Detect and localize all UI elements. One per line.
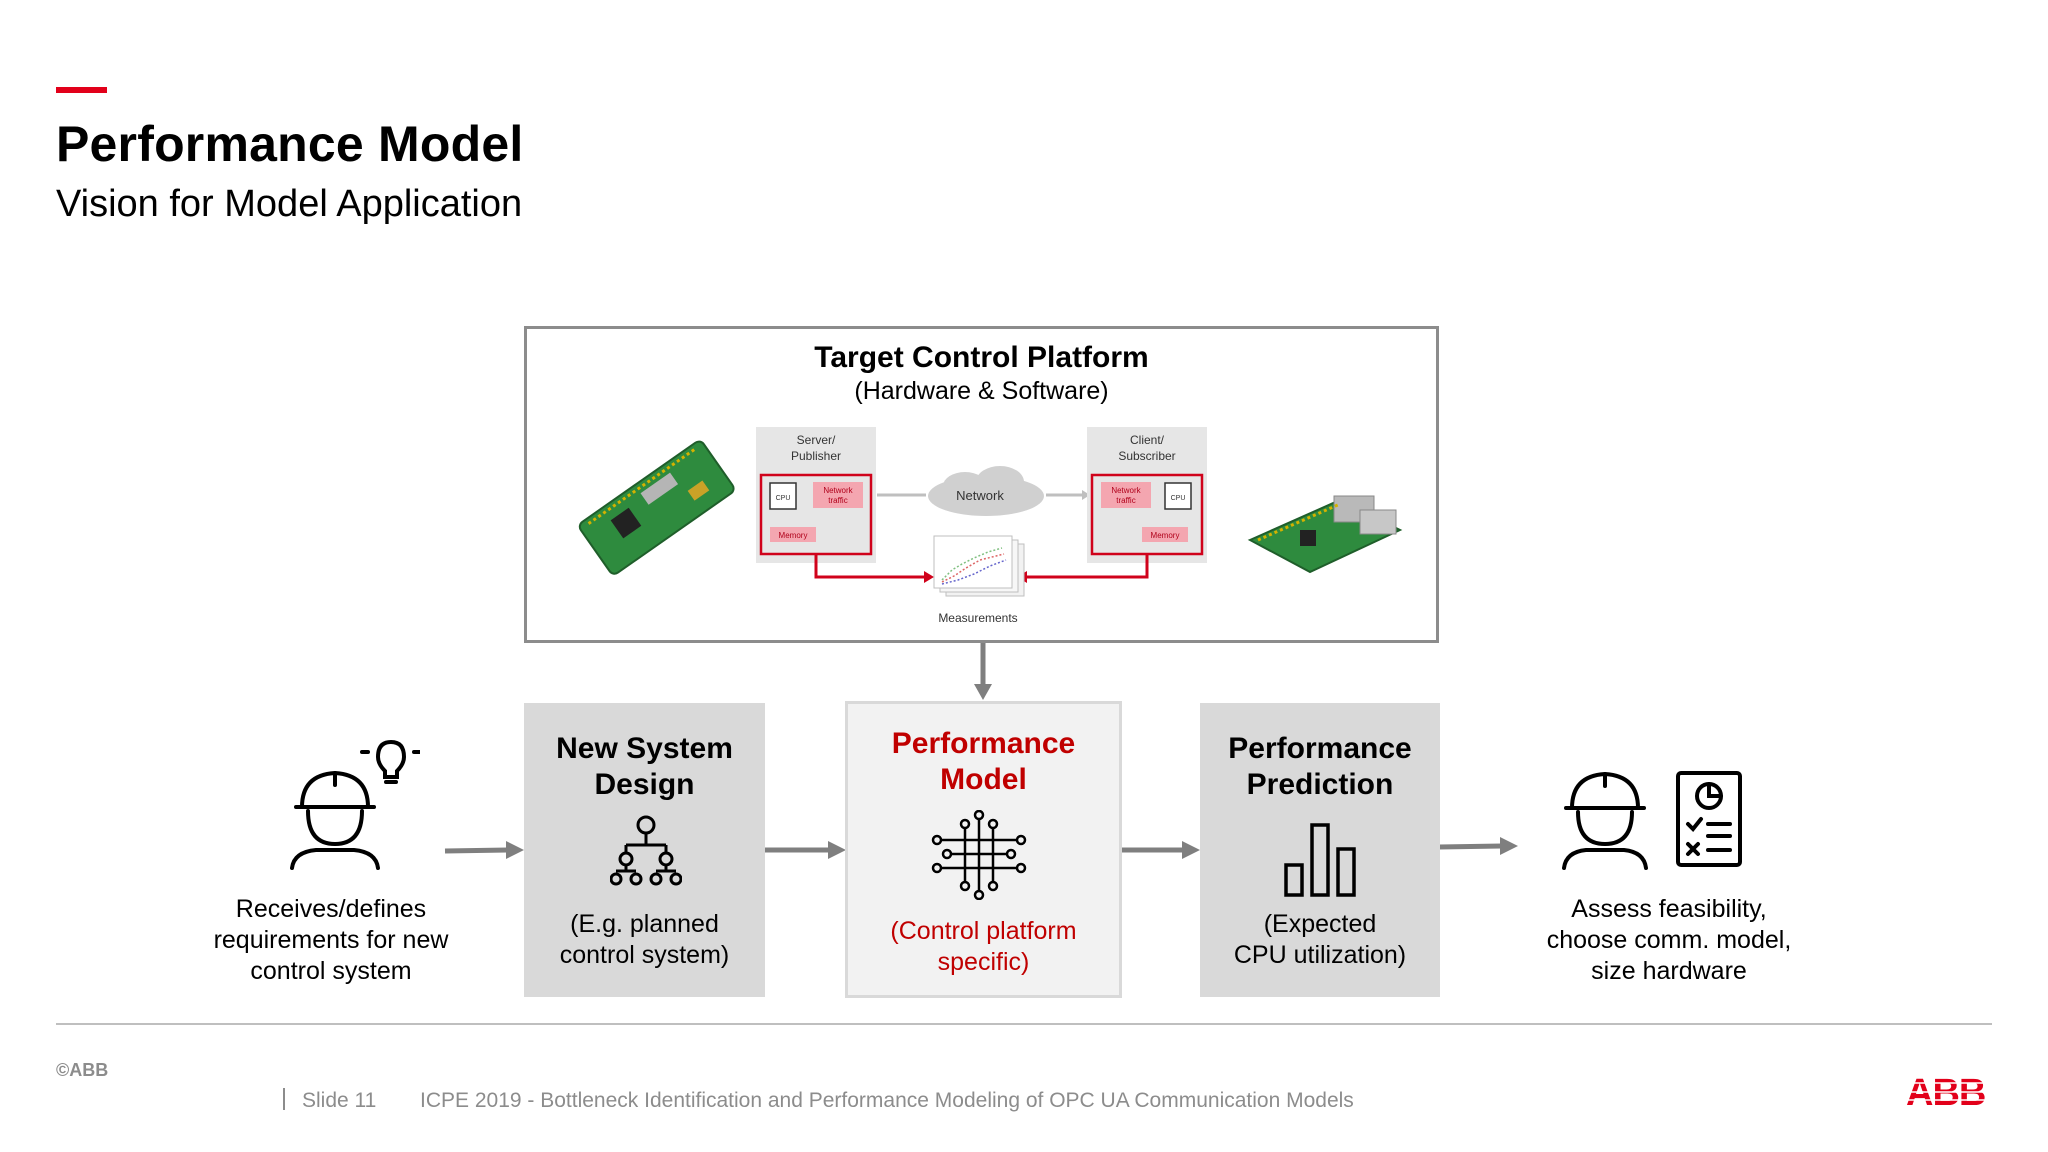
client-label-2: Subscriber	[1118, 449, 1175, 463]
client-memory-label: Memory	[1151, 531, 1180, 540]
abb-logo: ABB	[1906, 1073, 1994, 1109]
footer-text: ICPE 2019 - Bottleneck Identification an…	[420, 1089, 1354, 1112]
server-label-1: Server/	[797, 433, 836, 447]
design-desc-line-1: (E.g. planned	[570, 910, 719, 938]
model-title: Performance Model	[848, 726, 1119, 798]
design-title-line-1: New System	[556, 732, 733, 765]
right-actor-line-2: choose comm. model,	[1546, 926, 1792, 954]
prediction-desc-line-2: CPU utilization)	[1233, 941, 1407, 969]
right-actor-line-3: size hardware	[1591, 957, 1747, 985]
bar-chart-icon	[1284, 823, 1356, 897]
node-performance-model: Performance Model (Control platform spec	[845, 701, 1122, 998]
model-desc-line-2: specific)	[937, 948, 1030, 976]
design-title: New System Design	[524, 731, 765, 803]
client-label-1: Client/	[1130, 433, 1165, 447]
design-desc: (E.g. planned control system)	[524, 909, 765, 971]
server-memory-label: Memory	[779, 531, 808, 540]
client-subscriber-panel: Client/ Subscriber Network traffic CPU M…	[1087, 427, 1207, 563]
arrow-design-to-model	[765, 841, 846, 859]
circuit-network-icon	[931, 810, 1027, 900]
abb-logo-text: ABB	[1906, 1073, 1985, 1109]
raspberry-pi-board	[1247, 495, 1403, 574]
arrow-actor-to-design	[444, 841, 524, 859]
cpu-chip-icon	[1164, 482, 1192, 510]
model-title-line-1: Performance	[891, 727, 1076, 760]
hierarchy-icon	[610, 815, 682, 886]
node-new-system-design: New System Design (E.g. planned control …	[524, 703, 765, 997]
left-actor-line-2: requirements for new	[213, 926, 449, 954]
left-actor-line-3: control system	[250, 957, 412, 985]
server-publisher-panel: Server/ Publisher CPU Network traffic Me…	[756, 427, 876, 563]
right-actor-text: Assess feasibility, choose comm. model, …	[1528, 894, 1810, 987]
server-traffic-2: traffic	[828, 496, 847, 505]
raspberry-pi-zero-board	[578, 440, 735, 575]
prediction-desc: (Expected CPU utilization)	[1200, 909, 1440, 971]
client-traffic-1: Network	[1111, 486, 1141, 495]
measurements-icon: Measurements	[933, 535, 1025, 625]
client-traffic-2: traffic	[1116, 496, 1135, 505]
arrow-prediction-to-actor	[1438, 837, 1518, 855]
network-cloud: Network	[877, 466, 1090, 516]
client-cpu-label: CPU	[1171, 495, 1186, 502]
copyright: ©ABB	[56, 1060, 109, 1080]
prediction-title: Performance Prediction	[1200, 731, 1440, 803]
page-subtitle: Vision for Model Application	[56, 183, 523, 225]
model-title-line-2: Model	[940, 763, 1027, 796]
engineer-with-checklist-icon	[1562, 771, 1742, 870]
node-performance-prediction: Performance Prediction (Expected CPU uti…	[1200, 703, 1440, 997]
design-desc-line-2: control system)	[559, 941, 730, 969]
engineer-with-lightbulb-icon	[290, 740, 420, 870]
server-label-2: Publisher	[791, 449, 841, 463]
accent-bar	[56, 87, 107, 93]
platform-title: Target Control Platform	[814, 341, 1149, 374]
arrow-model-to-prediction	[1121, 841, 1200, 859]
model-desc-line-1: (Control platform	[890, 917, 1077, 945]
slide-number: Slide 11	[302, 1089, 377, 1112]
left-actor-text: Receives/defines requirements for new co…	[190, 894, 472, 987]
footer-separator	[283, 1088, 285, 1110]
design-title-line-2: Design	[594, 768, 695, 801]
prediction-desc-line-1: (Expected	[1263, 910, 1377, 938]
model-desc: (Control platform specific)	[848, 916, 1119, 978]
cpu-chip-icon	[769, 482, 797, 510]
arrow-platform-to-model	[974, 643, 992, 700]
network-label: Network	[956, 488, 1004, 503]
footer-divider	[56, 1023, 1992, 1025]
server-traffic-1: Network	[823, 486, 853, 495]
measurements-label: Measurements	[938, 611, 1017, 625]
prediction-title-line-1: Performance	[1228, 732, 1412, 765]
platform-subtitle: (Hardware & Software)	[854, 377, 1109, 405]
platform-diagram: Server/ Publisher CPU Network traffic Me…	[578, 427, 1403, 625]
page-title: Performance Model	[56, 116, 524, 172]
prediction-title-line-2: Prediction	[1246, 768, 1394, 801]
left-actor-line-1: Receives/defines	[235, 895, 427, 923]
server-cpu-label: CPU	[776, 495, 791, 502]
right-actor-line-1: Assess feasibility,	[1571, 895, 1767, 923]
